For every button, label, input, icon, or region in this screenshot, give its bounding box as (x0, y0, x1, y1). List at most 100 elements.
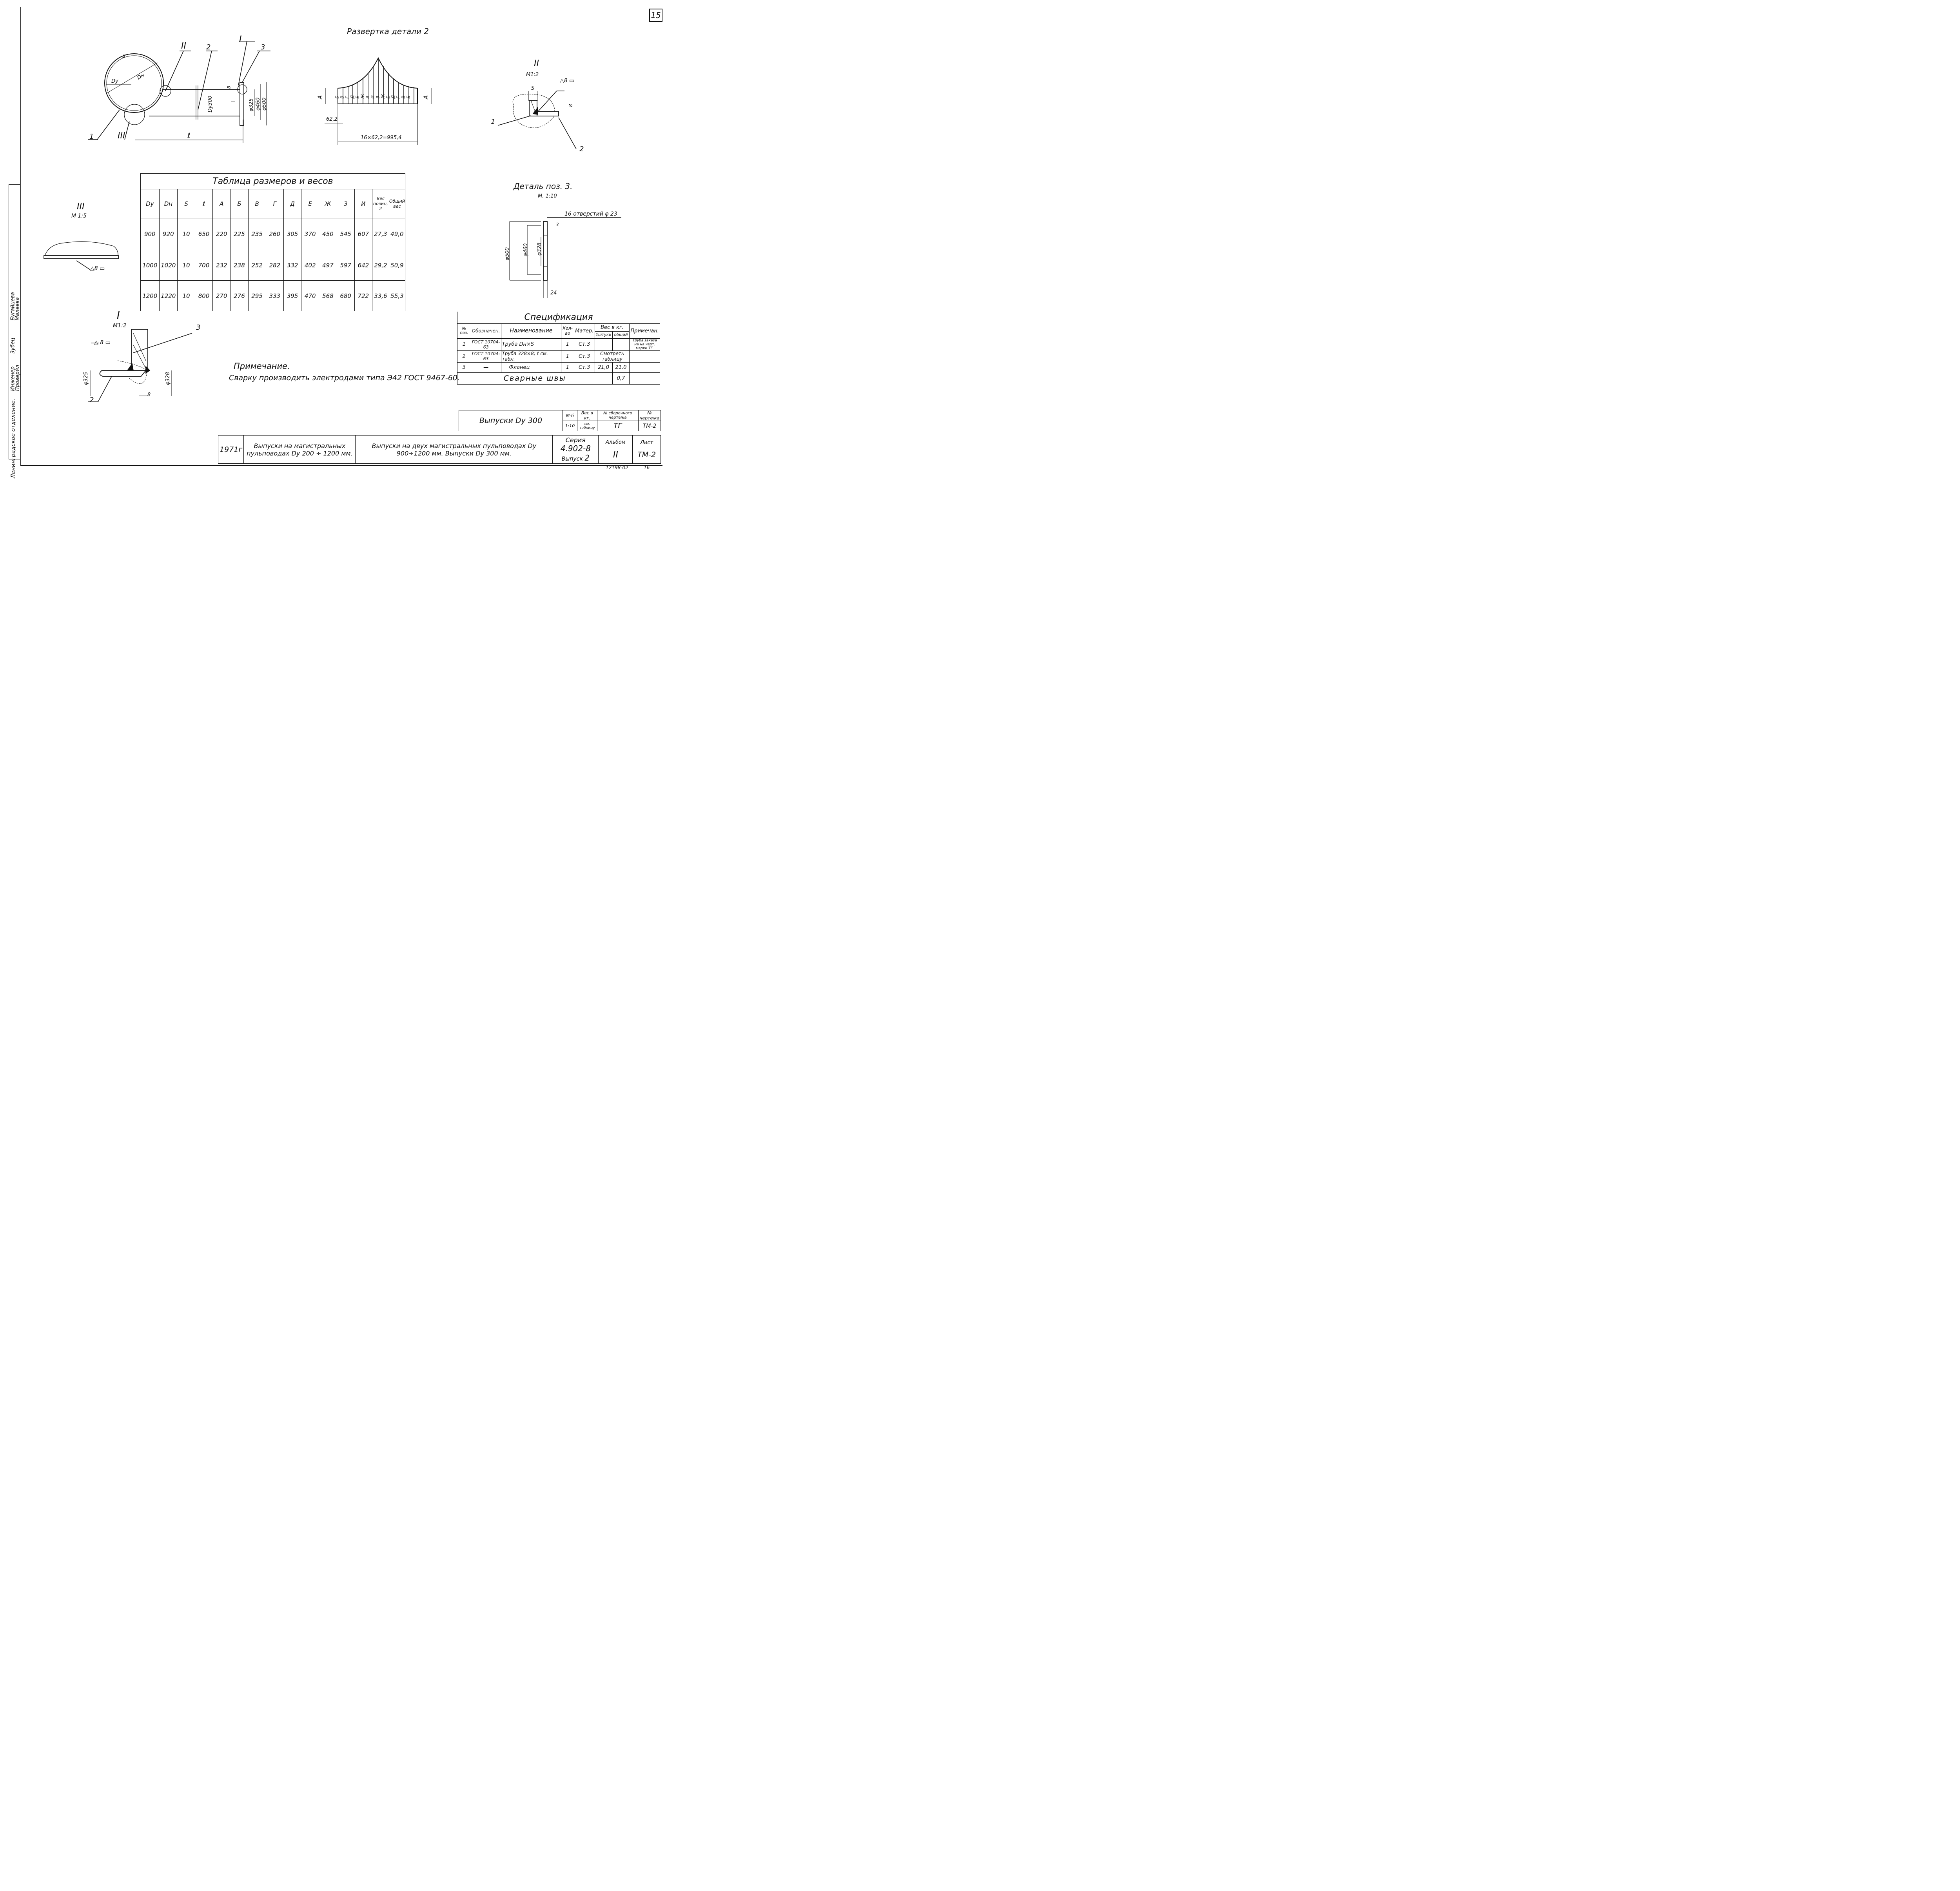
issue-label: Выпуск (561, 456, 583, 462)
label-dy: Dу (111, 78, 118, 84)
dimensions-table: Таблица размеров и весов Dу Dн S ℓ А Б В… (140, 173, 406, 311)
label-d325: φ325 (249, 98, 255, 112)
detail-II-weld: △8 ▭ (560, 78, 575, 84)
title-block-lower: 1971г Выпуски на магистральных пульповод… (218, 435, 661, 464)
series-cell: Серия 4.902-8 Выпуск 2 (552, 435, 599, 464)
detail-III-title: III (77, 202, 85, 212)
series-value: 4.902-8 (560, 444, 591, 453)
table-cell: 225 (230, 218, 249, 250)
album-cell: Альбом II (598, 435, 633, 464)
label-II: II (181, 41, 186, 51)
album-label: Альбом (606, 439, 626, 445)
table-cell: 49,0 (388, 218, 406, 250)
table-cell: 1000 (140, 250, 160, 281)
label-pos1: 1 (89, 132, 94, 141)
archive-number: 12198-02 (606, 465, 628, 470)
table-cell: 568 (319, 280, 337, 311)
table-cell: 900 (140, 218, 160, 250)
year: 1971г (218, 435, 244, 464)
table-cell: 235 (248, 218, 266, 250)
table-cell: 282 (265, 250, 284, 281)
spec-h-material: Матер. (573, 323, 595, 339)
table-cell: 295 (248, 280, 266, 311)
detail-II-title: II (534, 59, 539, 69)
table-cell: 10 (177, 250, 195, 281)
detail-III-weld: △8 ▭ (90, 265, 105, 272)
unfolding-letters: Б В Г Д Е Ж З И З Ж Е Д Г В Б (335, 90, 414, 102)
dimensions-table-title: Таблица размеров и весов (140, 173, 405, 189)
note-text: Сварку производить электродами типа Э42 … (229, 374, 460, 382)
unfolding-total: 16×62,2=995,4 (361, 135, 402, 141)
spec-cell: 1 (561, 362, 574, 373)
spec-h-unit: 1штуки (594, 331, 613, 339)
detail-II-pos1: 1 (491, 118, 495, 126)
scale-value: 1:10 (562, 421, 577, 431)
dim-header: Е (301, 189, 319, 218)
table-cell: 680 (336, 280, 355, 311)
table-cell: 276 (230, 280, 249, 311)
spec-row: 3 — Фланец 1 Ст.3 21,0 21,0 (457, 362, 660, 373)
detail-I-d325: φ325 (83, 372, 89, 385)
table-cell: 470 (301, 280, 319, 311)
table-cell: 402 (301, 250, 319, 281)
table-cell: 700 (194, 250, 213, 281)
dim-header: Ж (319, 189, 337, 218)
label-pos2: 2 (206, 43, 211, 51)
spec-cell: 21,0 (594, 362, 613, 373)
spec-row: 2 ГОСТ 10704-63 Труба 328×8; ℓ см. табл.… (457, 350, 660, 363)
table-cell: 1020 (159, 250, 178, 281)
table-cell: 395 (283, 280, 302, 311)
label-s: s (122, 53, 125, 59)
dim-header: В (248, 189, 266, 218)
detail-pos3-d328: φ328 (537, 242, 543, 256)
detail-pos3-scale: М. 1:10 (538, 193, 557, 199)
table-cell: 642 (354, 250, 372, 281)
table-cell: 10 (177, 280, 195, 311)
table-row: 900 920 10 650 220 225 235 260 305 370 4… (140, 218, 406, 250)
album-value: II (613, 450, 618, 460)
spec-h-designation: Обозначен. (470, 323, 501, 339)
table-cell: 497 (319, 250, 337, 281)
detail-pos3-thickness: 24 (550, 290, 557, 296)
sheet-number: 15 (649, 9, 662, 22)
assembly-label: № сборочного чертежа (597, 410, 639, 421)
table-cell: 722 (354, 280, 372, 311)
unfolding-letter: Б (406, 95, 411, 99)
spec-cell: — (470, 362, 501, 373)
spec-h-remark: Примечан. (629, 323, 660, 339)
unfolding-title: Развертка детали 2 (347, 27, 429, 36)
table-cell: 1220 (159, 280, 178, 311)
spec-cell: Ст.3 (573, 362, 595, 373)
label-d460: φ460 (255, 97, 261, 111)
label-dy300: Dу300 (207, 96, 213, 113)
dim-header: З (336, 189, 355, 218)
dim-header: Г (265, 189, 284, 218)
sheet-title: Выпуски на двух магистральных пульповода… (355, 435, 553, 464)
table-cell: 305 (283, 218, 302, 250)
dim-header: Dу (140, 189, 160, 218)
detail-I-eight: 8 (147, 392, 151, 398)
series-label: Серия (565, 436, 586, 444)
label-pos3: 3 (261, 43, 265, 51)
table-row: 1200 1220 10 800 270 276 295 333 395 470… (140, 280, 406, 311)
title-block-upper: Выпуски Dу 300 М-б Вес в кг. № сборочног… (459, 410, 661, 431)
detail-pos3-d460: φ460 (523, 243, 529, 257)
detail-II-s: S (531, 85, 535, 91)
drawing-name: Выпуски Dу 300 (459, 410, 563, 431)
specification-table: Спецификация № поз. Обозначен. Наименова… (457, 312, 660, 385)
table-cell: 29,2 (372, 250, 389, 281)
spec-cell: Труба 328×8; ℓ см. табл. (501, 350, 562, 363)
unfolding-side-right: А (423, 95, 429, 99)
table-cell: 27,3 (372, 218, 389, 250)
detail-I-weld: △ 8 ▭ (94, 339, 111, 346)
spec-welds-label: Сварные швы (457, 372, 613, 385)
unfolding-profile (338, 57, 418, 104)
title-block-lower-table: 1971г Выпуски на магистральных пульповод… (218, 435, 661, 464)
dimensions-table-wrap: Таблица размеров и весов Dу Dн S ℓ А Б В… (140, 173, 406, 311)
table-cell: 232 (212, 250, 231, 281)
drawing-frame (20, 7, 662, 466)
weight-label: Вес в кг. (577, 410, 597, 421)
label-b: в (226, 85, 232, 89)
table-cell: 370 (301, 218, 319, 250)
detail-pos3-d500: φ500 (505, 247, 511, 261)
